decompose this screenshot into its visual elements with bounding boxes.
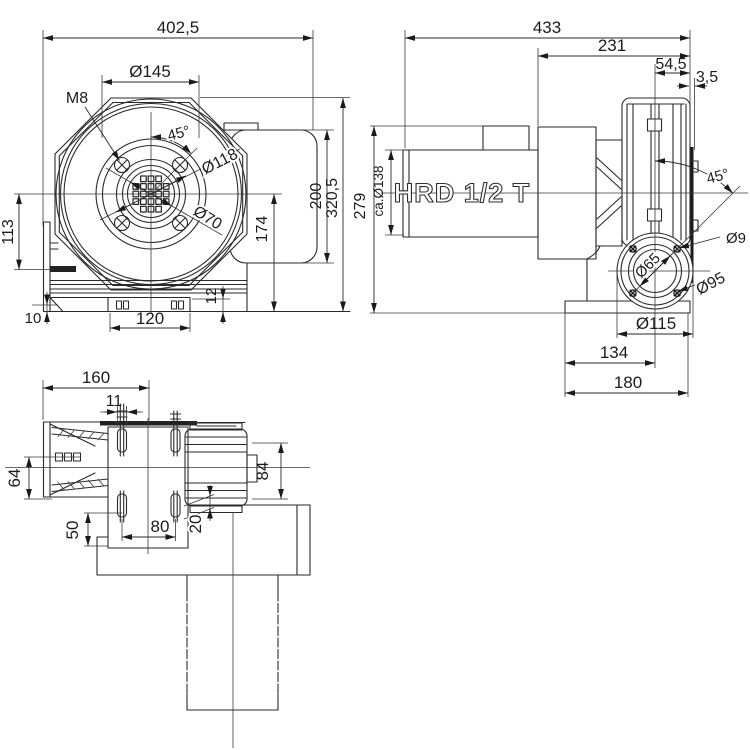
dim-bottom-inlet-depth: 64: [5, 469, 24, 488]
bottom-mount-plate-edge: [100, 421, 197, 426]
dim-bottom-edge-offset: 20: [186, 515, 205, 534]
side-view: HRD 1/2 T 433 231 54,5 3,5 ca.Ø138 279 4…: [352, 18, 748, 397]
front-dimensions: [14, 30, 350, 332]
dim-side-housing-length: 231: [598, 36, 626, 55]
dim-bottom-base-width: 160: [82, 368, 110, 387]
bottom-centerlines: [5, 418, 310, 748]
front-slot: [50, 266, 76, 272]
dim-side-motor-dia: ca.Ø138: [371, 165, 386, 216]
dim-bottom-slot-spacing: 80: [151, 517, 170, 536]
side-volute: [621, 97, 691, 247]
dim-front-axis-to-base: 174: [254, 216, 271, 243]
dim-side-plate-thickness: 3,5: [696, 69, 718, 86]
side-terminal-box: [482, 125, 530, 151]
dim-front-slot-spacing: 120: [136, 309, 164, 328]
bottom-outlet-pipe: [186, 574, 279, 711]
bottom-bolt-slots: [116, 403, 182, 523]
bottom-dimensions: [24, 380, 288, 547]
dim-bottom-slot-to-edge: 50: [63, 521, 82, 540]
dim-front-thread: M8: [66, 90, 88, 107]
side-pedestal: [564, 245, 691, 314]
dim-side-axis-to-face: 54,5: [655, 56, 686, 73]
front-terminal-box-edge: [223, 122, 259, 131]
dim-side-bolt-hole-dia: Ø9: [726, 230, 746, 247]
model-label: HRD 1/2 T: [394, 178, 531, 208]
dim-front-overall-width: 402,5: [157, 18, 200, 37]
dim-side-base-to-axis: 134: [600, 343, 628, 362]
bottom-inlet-cone: [42, 421, 109, 498]
dim-bottom-slot-width: 11: [106, 393, 123, 410]
dim-side-outlet-angle: 45°: [705, 166, 731, 188]
front-view: 402,5 Ø145 M8 45° Ø118 Ø70 113 174 200 3…: [0, 18, 351, 332]
front-chassis-rails: [49, 279, 248, 294]
dim-front-motor-height: 200: [308, 183, 325, 210]
dim-front-plate-thickness: 12: [203, 288, 220, 305]
dim-side-bolt-circle-dia: Ø95: [694, 269, 729, 298]
side-dimensions: [370, 30, 741, 397]
dim-front-axis-to-slot: 113: [0, 219, 17, 245]
dim-side-overall-height: 279: [352, 193, 369, 220]
dim-side-flange-dia: Ø115: [636, 314, 676, 333]
side-dimension-labels: HRD 1/2 T 433 231 54,5 3,5 ca.Ø138 279 4…: [352, 18, 746, 392]
bottom-base-block: [96, 504, 311, 576]
dim-side-overall-length: 433: [533, 18, 561, 37]
dim-front-base-lip: 10: [25, 310, 42, 327]
dim-bottom-housing-depth: 84: [253, 462, 272, 481]
dim-front-flange-dia: Ø145: [129, 62, 171, 81]
side-base-plate: [564, 300, 691, 314]
dim-front-overall-height: 320,5: [324, 178, 341, 218]
front-base: [42, 262, 351, 313]
bottom-dimension-labels: 160 11 64 84 50 80 20: [5, 368, 272, 539]
dim-side-base-length: 180: [614, 373, 642, 392]
bottom-view: 160 11 64 84 50 80 20: [5, 368, 311, 748]
